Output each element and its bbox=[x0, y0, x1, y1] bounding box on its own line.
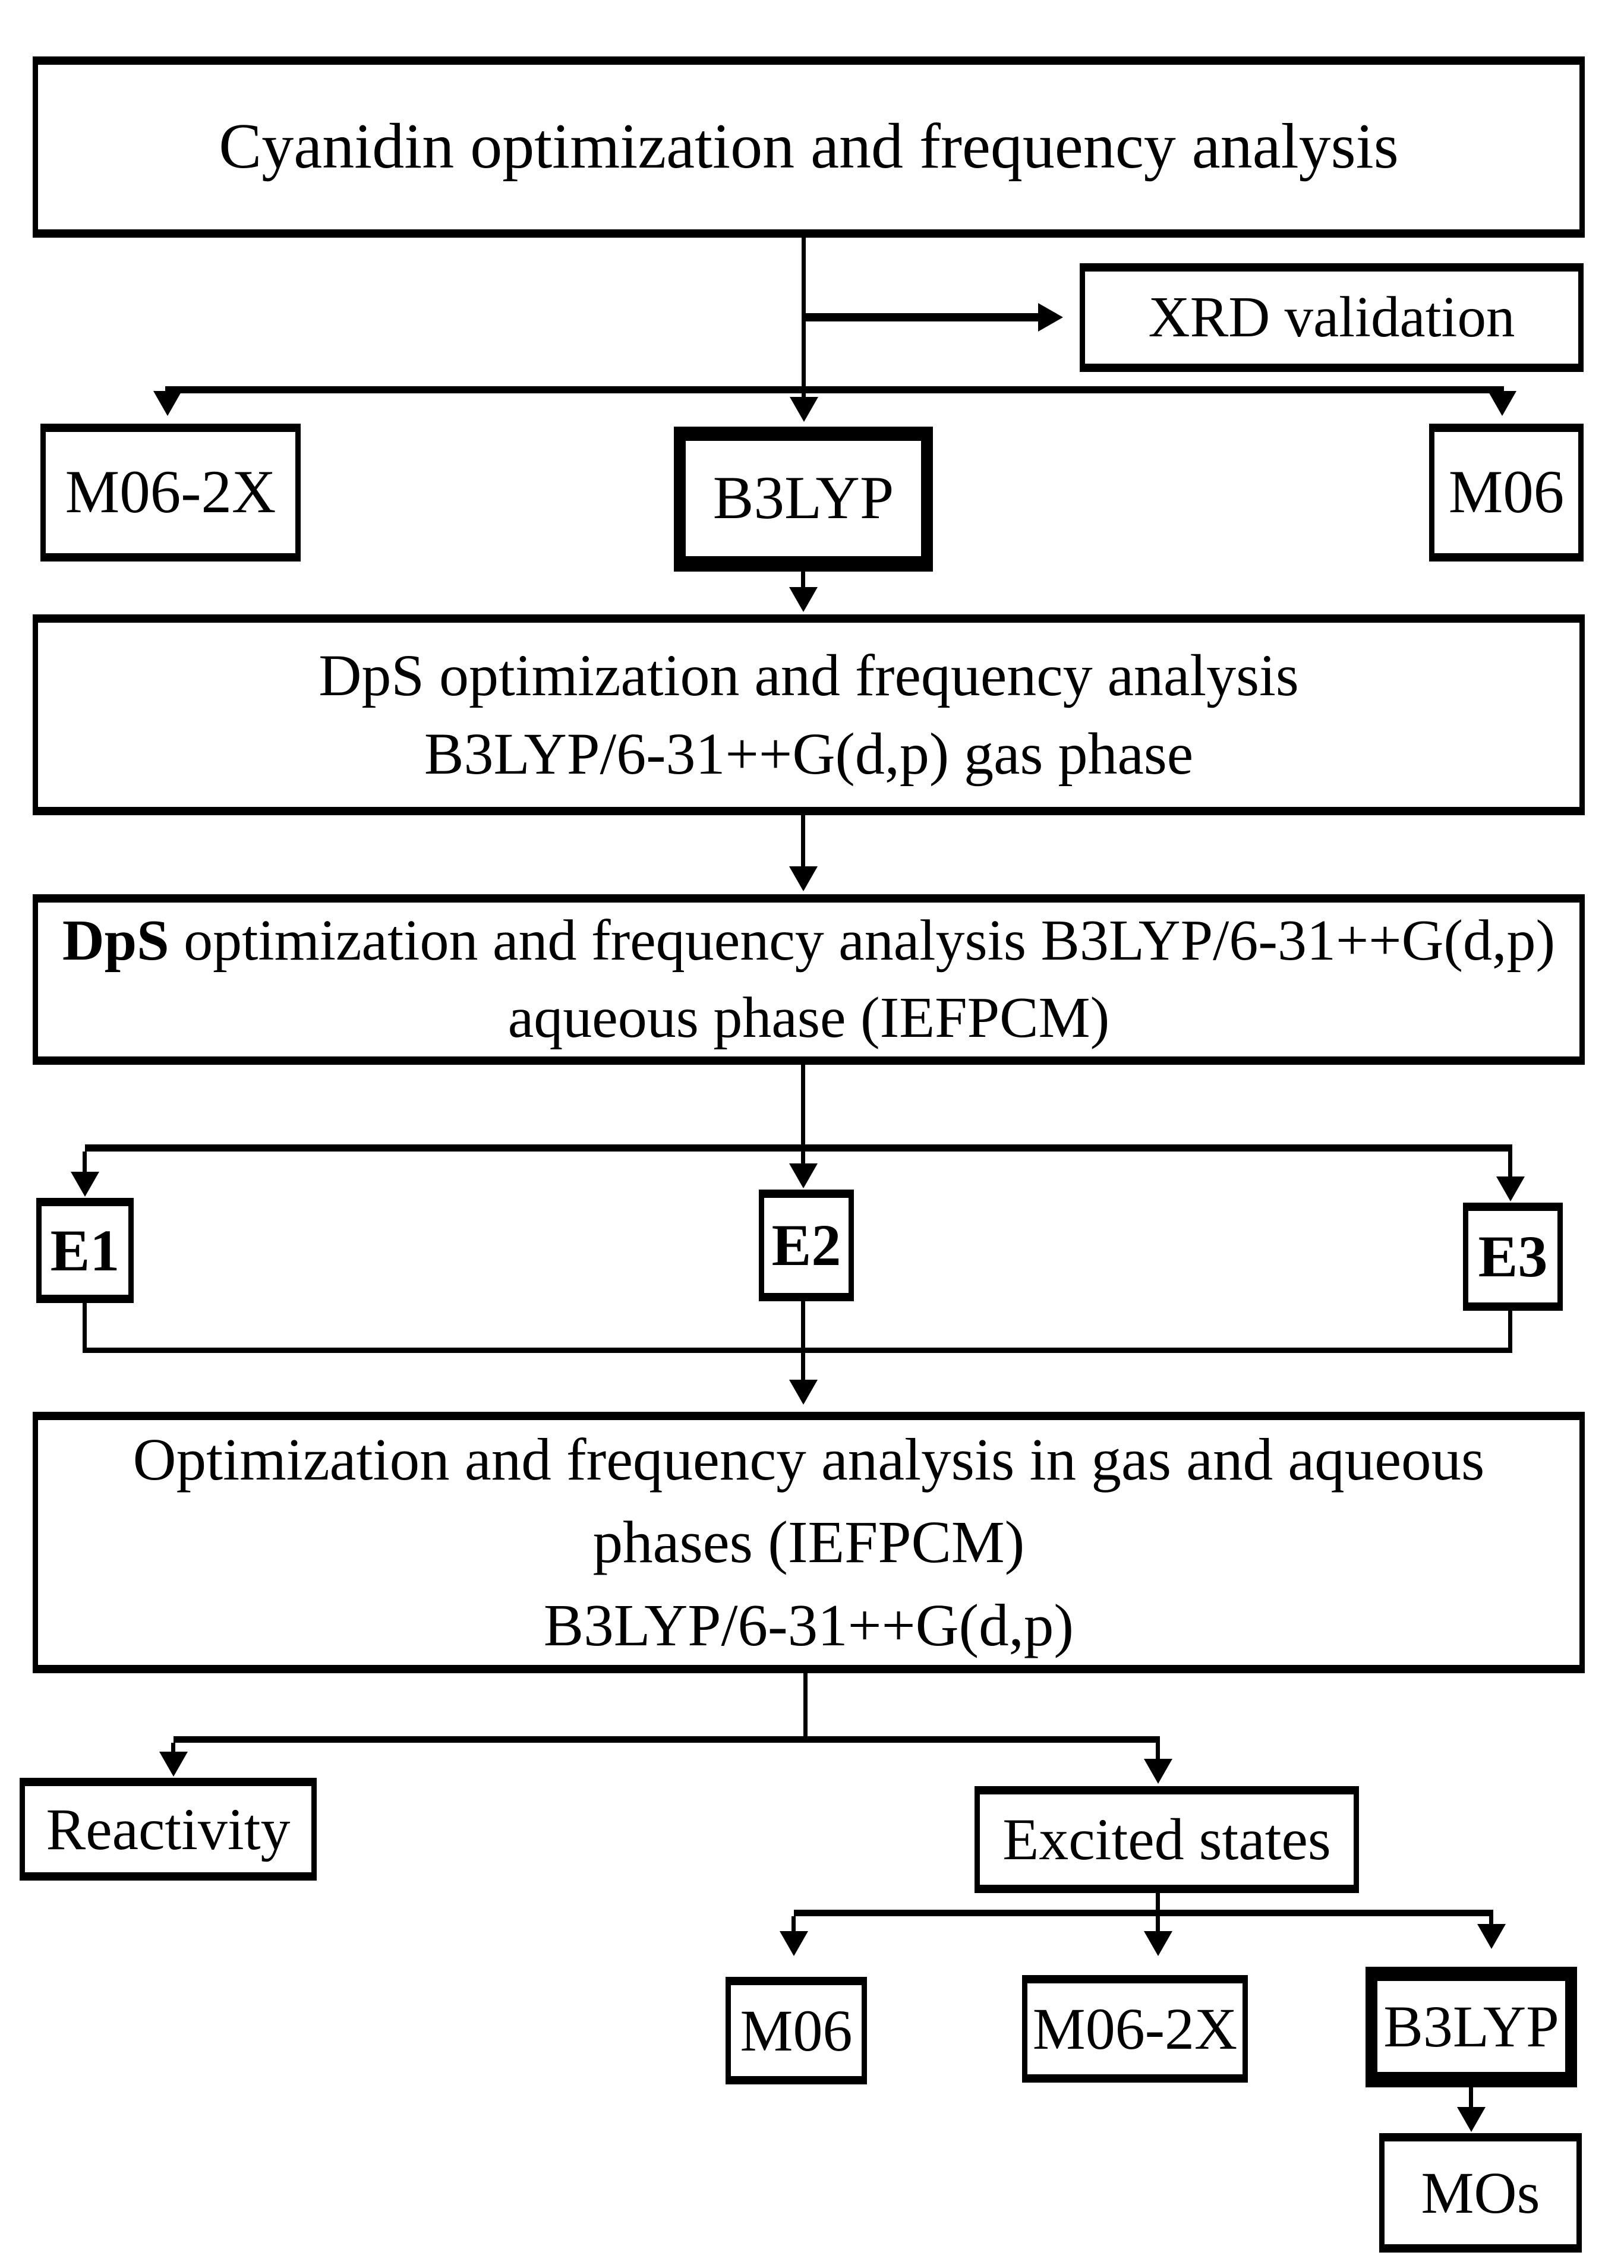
node-m06-bottom-label: M06 bbox=[740, 1997, 853, 2064]
node-m06-2x-bottom-label: M06-2X bbox=[1032, 1995, 1238, 2062]
node-dps-aqueous-line2: aqueous phase (IEFPCM) bbox=[507, 985, 1110, 1050]
connector-b3lyp-to-gas bbox=[801, 572, 805, 588]
connector-to-m06-top bbox=[1500, 386, 1504, 393]
node-cyanidin-label: Cyanidin optimization and frequency anal… bbox=[219, 111, 1399, 182]
connector-to-e1 bbox=[83, 1152, 87, 1172]
arrowhead-to-m06-2x-bottom-icon bbox=[1144, 1931, 1172, 1956]
arrowhead-to-mos-icon bbox=[1457, 2107, 1486, 2132]
arrowhead-to-excited-icon bbox=[1144, 1759, 1172, 1784]
node-dps-aqueous-line1-bold: DpS bbox=[62, 909, 169, 973]
node-b3lyp-top-label: B3LYP bbox=[712, 464, 894, 532]
node-b3lyp-bottom-label: B3LYP bbox=[1383, 1993, 1559, 2059]
node-xrd-validation-label: XRD validation bbox=[1148, 285, 1515, 349]
node-mos: MOs bbox=[1379, 2133, 1582, 2253]
arrowhead-to-m06-bottom-icon bbox=[780, 1931, 808, 1956]
connector-to-e2 bbox=[801, 1152, 805, 1163]
connector-e2-down bbox=[801, 1301, 805, 1380]
node-dps-aqueous: DpS optimization and frequency analysis … bbox=[33, 894, 1585, 1065]
node-e2-label: E2 bbox=[771, 1212, 841, 1278]
node-reactivity-label: Reactivity bbox=[46, 1796, 291, 1862]
connector-to-b3lyp-bottom bbox=[1489, 1916, 1493, 1926]
node-dps-aqueous-line1: DpS optimization and frequency analysis … bbox=[62, 903, 1555, 979]
node-opt-line2: phases (IEFPCM) bbox=[592, 1509, 1025, 1576]
node-mos-label: MOs bbox=[1421, 2159, 1540, 2226]
node-opt-line1: Optimization and frequency analysis in g… bbox=[133, 1425, 1485, 1493]
node-e1: E1 bbox=[36, 1198, 134, 1303]
connector-b3lyp-to-mos bbox=[1469, 2087, 1473, 2109]
branch-conformers bbox=[85, 1144, 1512, 1152]
connector-gas-to-aqueous bbox=[801, 815, 805, 868]
node-m06-top-label: M06 bbox=[1448, 458, 1565, 526]
connector-aqueous-down bbox=[801, 1065, 805, 1148]
node-b3lyp-top: B3LYP bbox=[674, 427, 933, 572]
node-m06-2x-top-label: M06-2X bbox=[65, 458, 276, 526]
connector-to-m06-bottom bbox=[791, 1916, 796, 1932]
arrowhead-to-m06-2x-top-icon bbox=[153, 391, 182, 416]
connector-excited-down bbox=[1156, 1893, 1160, 1913]
arrowhead-to-reactivity-icon bbox=[159, 1752, 188, 1777]
node-opt-line3: B3LYP/6-31++G(d,p) bbox=[543, 1591, 1074, 1658]
arrowhead-to-b3lyp-bottom-icon bbox=[1477, 1924, 1506, 1949]
arrowhead-to-b3lyp-top-icon bbox=[790, 397, 818, 422]
connector-e1-down bbox=[83, 1303, 87, 1353]
node-e3-label: E3 bbox=[1478, 1223, 1548, 1289]
arrowhead-to-m06-top-icon bbox=[1488, 391, 1516, 416]
arrowhead-to-opt-icon bbox=[789, 1380, 818, 1405]
node-m06-2x-bottom: M06-2X bbox=[1022, 1975, 1248, 2083]
connector-to-reactivity bbox=[171, 1743, 175, 1752]
node-dps-gas-line1: DpS optimization and frequency analysis bbox=[319, 642, 1299, 708]
connector-opt-down bbox=[803, 1673, 808, 1740]
arrowhead-to-e1-icon bbox=[71, 1172, 99, 1197]
arrowhead-to-aqueous-icon bbox=[789, 866, 818, 891]
node-dps-gas-line2: B3LYP/6-31++G(d,p) gas phase bbox=[424, 721, 1194, 787]
branch-properties bbox=[174, 1736, 1160, 1743]
connector-to-m06-2x-bottom bbox=[1156, 1916, 1160, 1932]
node-dps-aqueous-line1-rest: optimization and frequency analysis B3LY… bbox=[169, 909, 1556, 973]
node-m06-2x-top: M06-2X bbox=[40, 424, 301, 562]
node-m06-bottom: M06 bbox=[726, 1977, 867, 2084]
branch-excited-functionals bbox=[794, 1910, 1493, 1916]
connector-to-excited bbox=[1156, 1743, 1160, 1759]
node-cyanidin: Cyanidin optimization and frequency anal… bbox=[33, 56, 1585, 238]
connector-to-e3 bbox=[1508, 1152, 1512, 1176]
arrowhead-to-gas-icon bbox=[789, 587, 818, 612]
node-e3: E3 bbox=[1463, 1203, 1563, 1311]
node-e2: E2 bbox=[759, 1190, 854, 1301]
node-e1-label: E1 bbox=[50, 1217, 120, 1283]
node-opt-gas-aqueous: Optimization and frequency analysis in g… bbox=[33, 1412, 1585, 1673]
connector-e3-down bbox=[1508, 1311, 1512, 1353]
node-m06-top: M06 bbox=[1429, 424, 1584, 562]
node-excited-states-label: Excited states bbox=[1002, 1806, 1331, 1872]
connector-to-xrd bbox=[803, 313, 1038, 321]
connector-to-m06-2x-top bbox=[165, 386, 169, 393]
connector-e-join bbox=[83, 1348, 1512, 1353]
arrowhead-to-e2-icon bbox=[789, 1163, 818, 1188]
arrowhead-to-xrd-icon bbox=[1038, 303, 1063, 332]
branch-functionals-top bbox=[168, 386, 1504, 393]
node-b3lyp-bottom: B3LYP bbox=[1366, 1967, 1577, 2087]
node-excited-states: Excited states bbox=[975, 1786, 1359, 1893]
node-reactivity: Reactivity bbox=[20, 1778, 317, 1881]
node-xrd-validation: XRD validation bbox=[1080, 263, 1584, 372]
node-dps-gas: DpS optimization and frequency analysis … bbox=[33, 614, 1585, 815]
arrowhead-to-e3-icon bbox=[1496, 1176, 1525, 1201]
